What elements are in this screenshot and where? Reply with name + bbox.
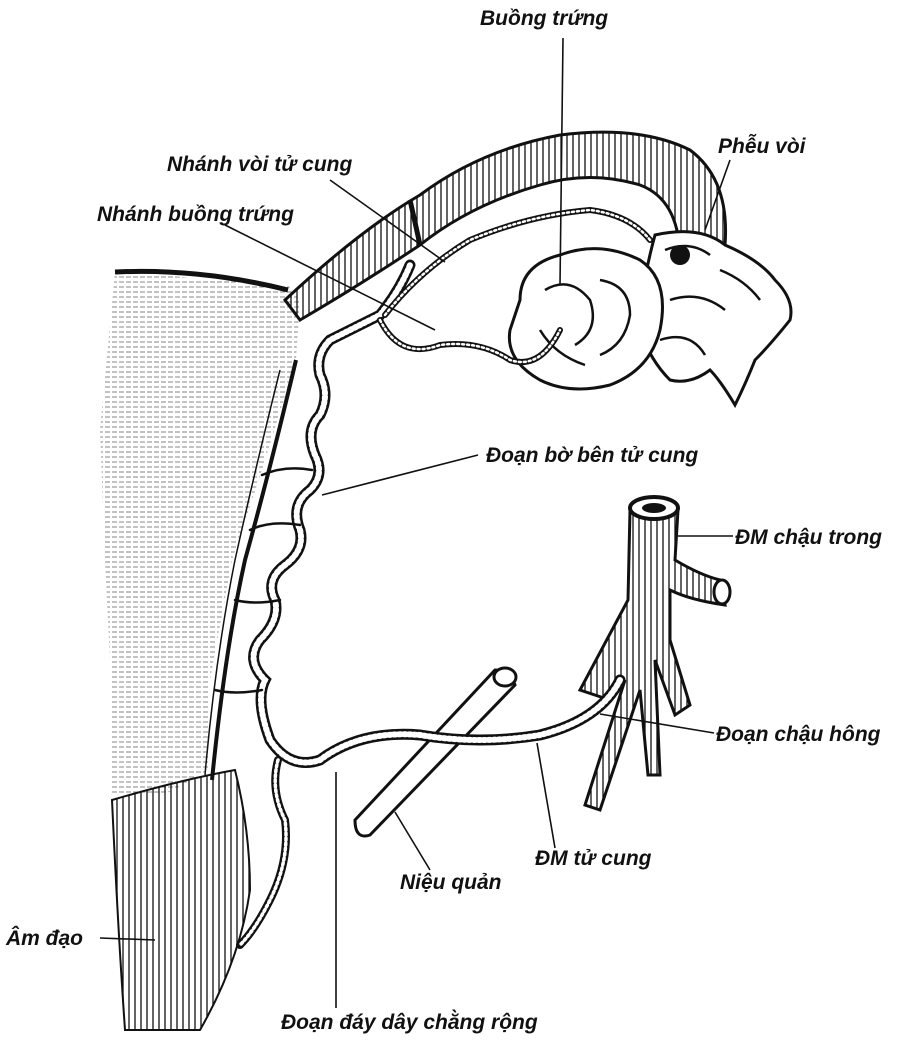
label-ovarian-branch: Nhánh buồng trứng: [97, 204, 294, 225]
label-ureter: Niệu quản: [400, 872, 502, 893]
label-pelvic-wall-segment: Đoạn chậu hông: [716, 724, 881, 745]
label-tubal-branch: Nhánh vòi tử cung: [167, 154, 352, 175]
uterus-body: [100, 271, 300, 796]
label-fimbriae: Phễu vòi: [718, 136, 806, 157]
ovary: [509, 249, 662, 389]
label-uterine-artery: ĐM tử cung: [535, 848, 651, 869]
label-broad-ligament-base-segment: Đoạn đáy dây chằng rộng: [281, 1012, 538, 1033]
label-internal-iliac-artery: ĐM chậu trong: [735, 527, 882, 548]
ureter: [355, 668, 516, 836]
internal-iliac-artery: [580, 497, 730, 810]
label-lateral-uterine-segment: Đoạn bờ bên tử cung: [486, 445, 698, 466]
label-ovary: Buồng trứng: [480, 8, 608, 29]
label-vagina: Âm đạo: [6, 928, 83, 949]
vagina: [112, 770, 250, 1030]
